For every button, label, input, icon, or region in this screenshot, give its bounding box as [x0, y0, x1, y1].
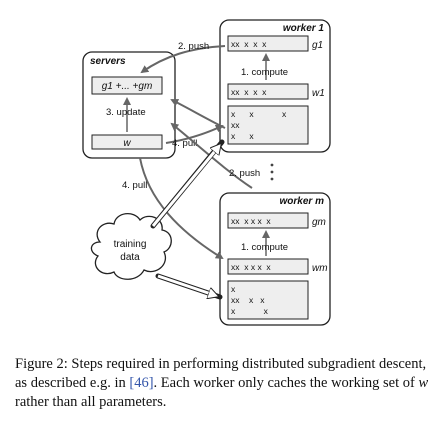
workerm-g-label: gm — [312, 217, 326, 228]
pull-left-arrow — [139, 157, 224, 260]
ellipsis-dot — [270, 177, 274, 181]
ellipsis-dot — [270, 170, 274, 174]
worker1-data-row-3: x x — [231, 131, 254, 141]
gradient-sum-cell — [91, 76, 163, 95]
worker1-g-cell — [227, 35, 309, 52]
figure-caption: Figure 2: Steps required in performing d… — [15, 355, 430, 412]
ellipsis-dot — [270, 163, 274, 167]
workerm-title: worker m — [280, 196, 325, 207]
training-data-line2: data — [120, 252, 140, 263]
data-flow-arrow-worker1-inner — [151, 145, 220, 227]
update-label: 3. update — [106, 107, 146, 118]
worker1-g-row: xx x x x — [231, 39, 267, 49]
gradient-sum-label: g1 +... +gm — [102, 81, 153, 92]
workerm-data-row-1: x — [231, 284, 236, 294]
push-top-arrow — [140, 45, 226, 74]
workerm-w-row: xx x x x x — [231, 262, 271, 272]
workerm-group: worker m xx x x x x gm 1. compute xx x x… — [219, 192, 331, 326]
push-top-label: 2. push — [178, 41, 209, 52]
server-w-cell — [91, 134, 163, 150]
worker1-w-row: xx x x x — [231, 87, 267, 97]
worker1-w-cell — [227, 83, 309, 100]
worker1-data-row-2: xx — [231, 120, 240, 130]
workerm-w-cell — [227, 258, 309, 275]
workerm-data-row-3: x x — [231, 306, 269, 316]
caption-prefix: Figure 2: Steps required in performing d… — [15, 356, 427, 391]
workerm-compute-label: 1. compute — [241, 242, 288, 253]
training-data-line1: training — [114, 239, 147, 250]
pull-right-label: 4. pull — [172, 138, 197, 149]
worker1-data-row-1: x x x — [231, 109, 287, 119]
servers-title: servers — [90, 56, 126, 67]
worker1-title: worker 1 — [283, 23, 325, 34]
worker1-g-label: g1 — [312, 40, 323, 51]
server-w-label: w — [123, 138, 131, 149]
pull-left-label: 4. pull — [122, 180, 147, 191]
workerm-data-cell — [227, 280, 309, 320]
worker1-w-label: w1 — [312, 88, 325, 99]
worker1-data-cell — [227, 105, 309, 145]
caption-variable: w — [418, 375, 429, 391]
servers-group: servers g1 +... +gm 3. update w — [82, 51, 176, 159]
workerm-g-row: xx x x x x — [231, 216, 271, 226]
caption-suffix: rather than all parameters. — [15, 394, 167, 410]
worker1-compute-label: 1. compute — [241, 67, 288, 78]
caption-middle: . Each worker only caches the working se… — [153, 375, 419, 391]
workerm-w-label: wm — [312, 263, 328, 274]
cloud-shape — [90, 213, 172, 280]
data-flow-arrow-workerm-inner — [157, 274, 217, 296]
distributed-sgd-diagram: servers g1 +... +gm 3. update w worker 1… — [82, 19, 331, 326]
pull-right-arrow — [170, 99, 226, 129]
push-mid-label: 2. push — [229, 168, 260, 179]
caption-reference-link[interactable]: [46] — [129, 375, 154, 391]
workerm-data-row-2: xx x x — [231, 295, 265, 305]
pull-right-arrow-2 — [165, 124, 224, 144]
workerm-g-cell — [227, 212, 309, 229]
worker1-group: worker 1 xx x x x g1 1. compute xx x x x… — [219, 19, 331, 153]
training-data-cloud: training data — [90, 213, 172, 280]
